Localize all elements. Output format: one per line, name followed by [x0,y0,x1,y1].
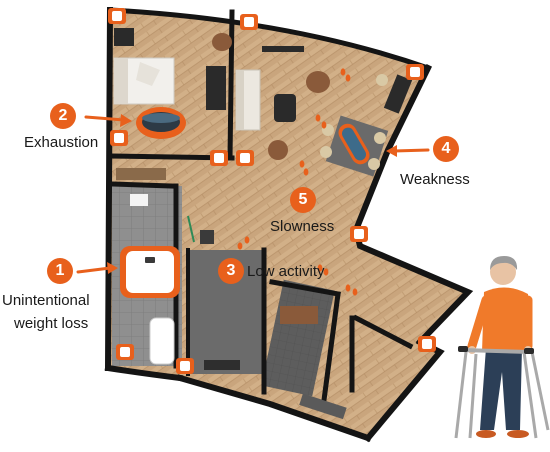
marker-badge-2: 2 [50,103,76,129]
nightstand [114,28,134,46]
armchair [306,71,330,93]
sofa [235,69,261,131]
label-weakness: Weakness [400,171,470,188]
label-unintentional-weight-loss-line2: weight loss [14,315,89,332]
marker-badge-1: 1 [47,258,73,284]
shelf-unit [116,168,166,180]
pointer-arrows [76,114,430,274]
cabinet [299,393,347,420]
stool [376,74,388,86]
bed [113,57,175,105]
chair [212,33,232,51]
marker-badge-4: 4 [433,136,459,162]
elderly-person-with-walker-icon [454,256,550,439]
bathtub [149,317,175,365]
closet-bench [280,306,318,324]
label-low-activity: Low activity [247,263,325,280]
smart-scale-icon [120,246,180,298]
armchair [268,140,288,160]
tv-stand [262,46,304,52]
sink [130,194,148,206]
kitchen-rack [200,230,214,244]
coffee-table [274,94,296,122]
side-cabinet [383,74,413,114]
low-cabinet [204,360,240,370]
water-bottle-icon [338,123,370,165]
marker-badge-5: 5 [290,187,316,213]
smart-speaker-icon [136,107,186,139]
label-slowness: Slowness [270,218,335,235]
dresser [206,66,226,110]
footprint-icon [237,68,358,296]
broom [187,215,195,243]
label-exhaustion: Exhaustion [24,134,99,151]
motion-sensor-icon [108,8,436,374]
label-unintentional-weight-loss-line1: Unintentional [2,292,90,309]
marker-badge-3: 3 [218,258,244,284]
